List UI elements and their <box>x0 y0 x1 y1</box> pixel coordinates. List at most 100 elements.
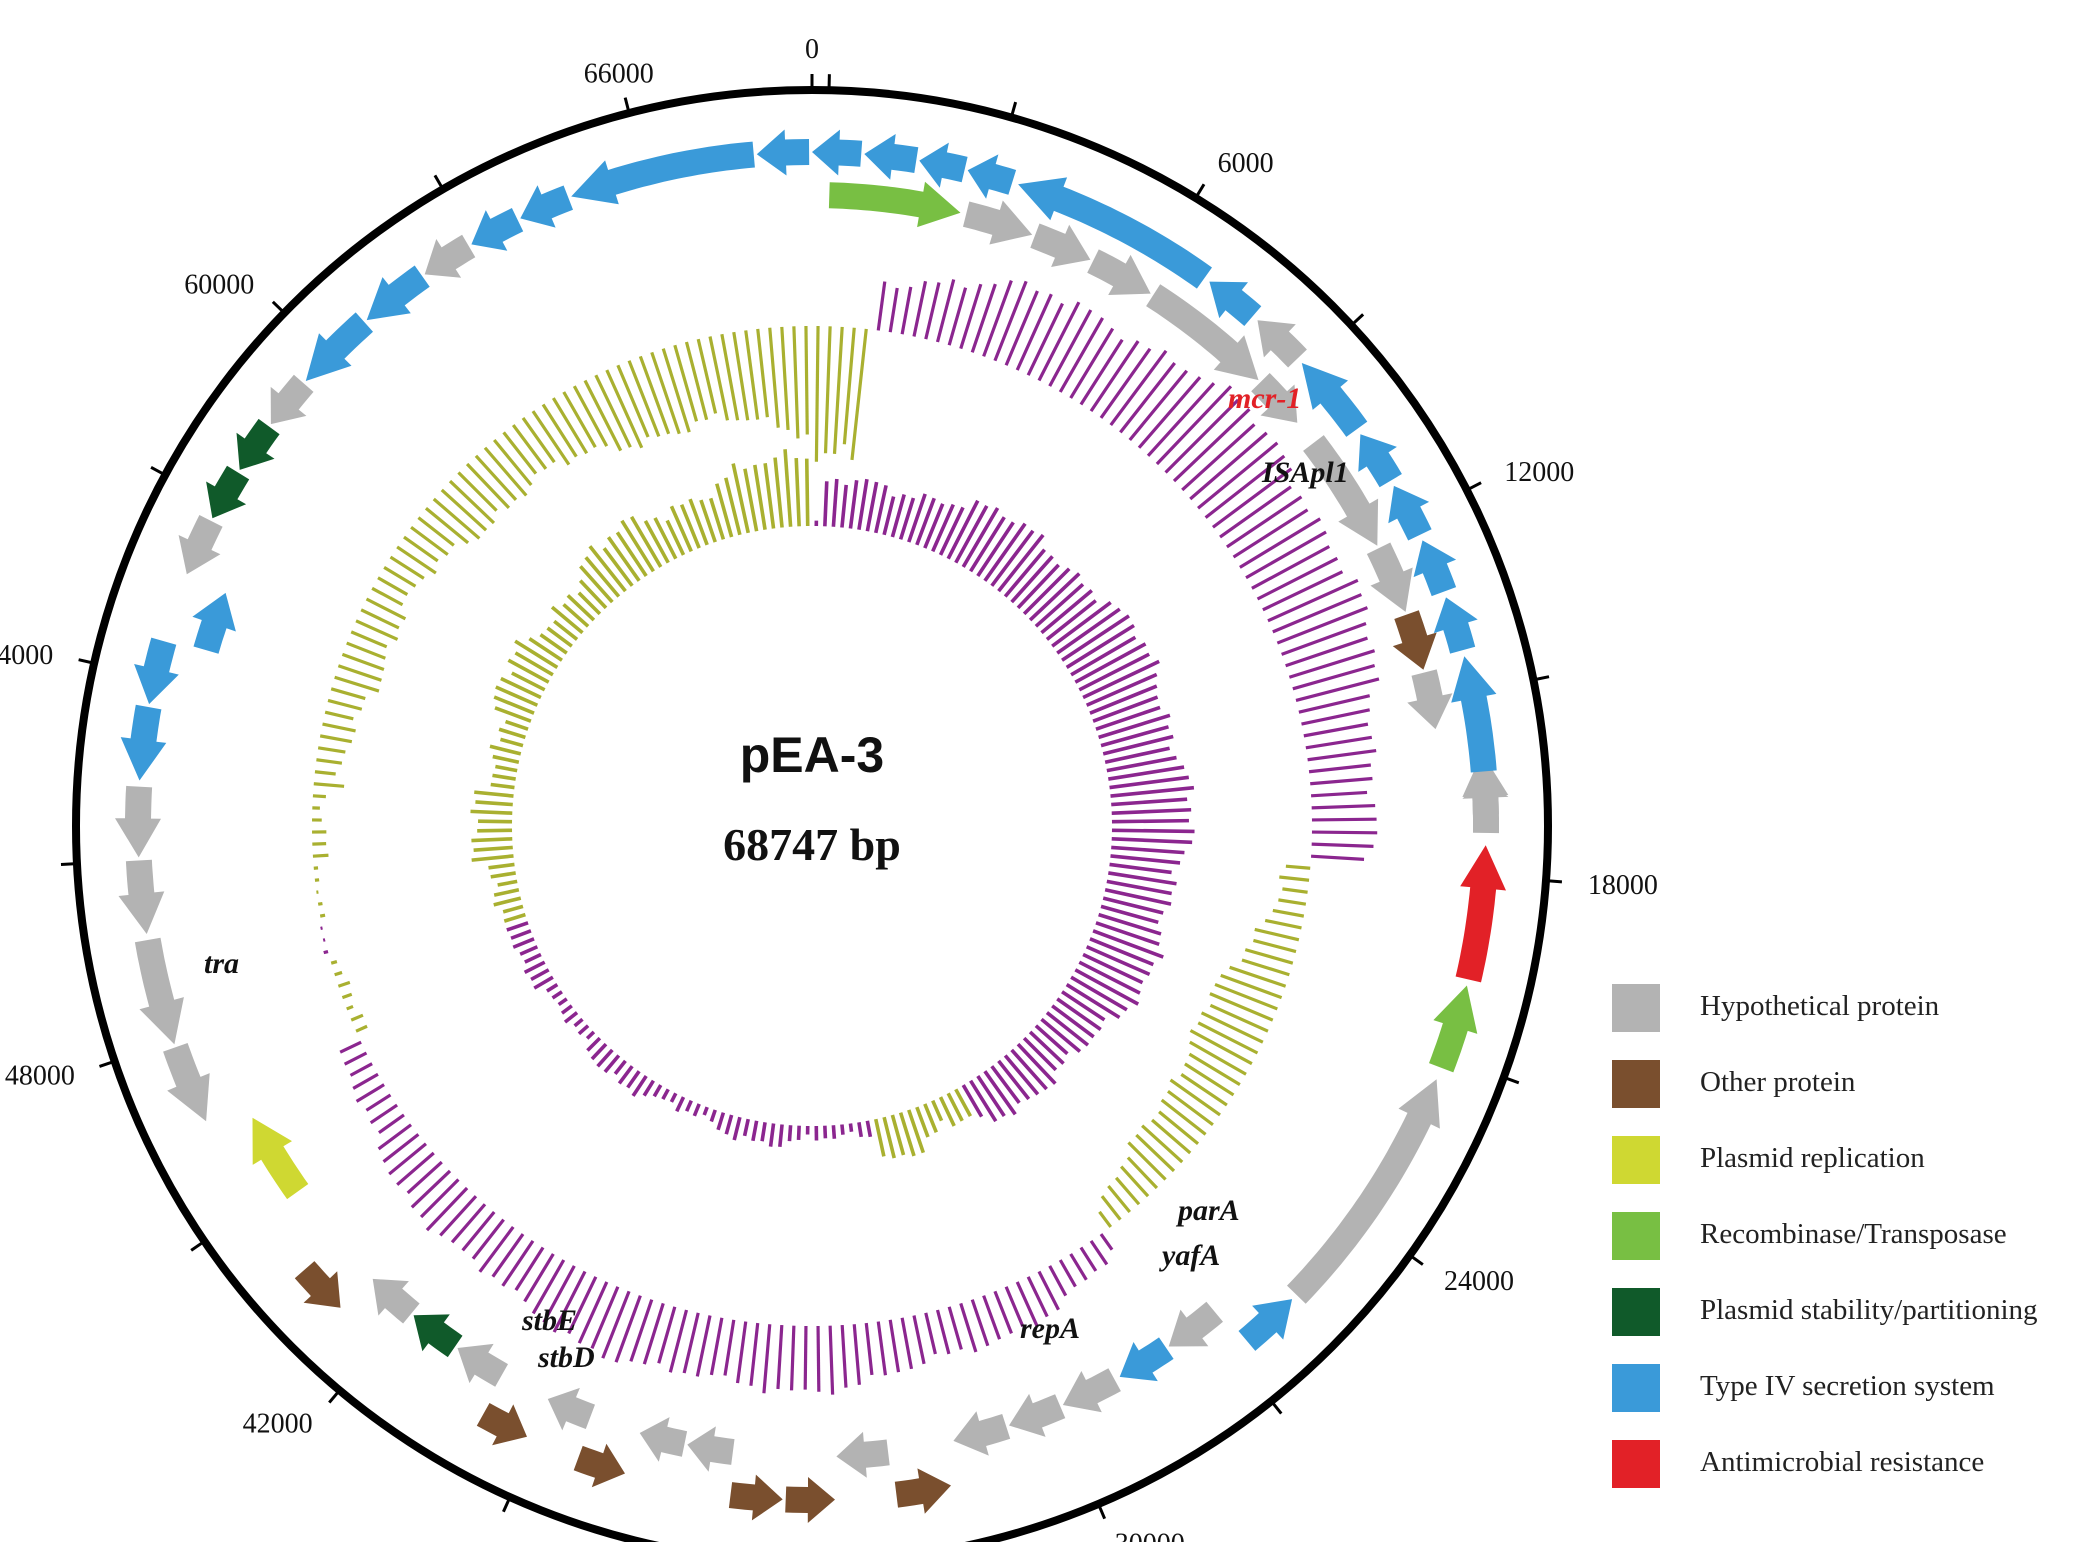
gene-arrow-hyp <box>134 937 184 1045</box>
gc-bar-outer <box>551 397 589 455</box>
scale-tick <box>623 97 631 114</box>
gene-arrow-hyp <box>1303 435 1379 546</box>
gc-bar-outer <box>424 506 470 545</box>
gc-bar-outer <box>959 1302 978 1353</box>
gc-bar-outer <box>440 488 488 532</box>
gene-arrow-other <box>894 1468 951 1514</box>
gc-bar-outer <box>993 280 1028 362</box>
gc-bar-inner <box>523 960 546 975</box>
gc-bar-outer <box>312 842 327 846</box>
scale-tick <box>1503 1075 1520 1085</box>
plasmid-name: pEA-3 <box>739 727 885 783</box>
gene-arrow-t4ss <box>134 637 179 705</box>
gc-bar-outer <box>1311 830 1378 835</box>
gc-bar-inner <box>1016 563 1060 610</box>
gc-bar-inner <box>874 485 888 534</box>
gc-bar-inner <box>1106 879 1172 896</box>
gc-bar-inner <box>500 676 542 700</box>
gene-arrow-hyp <box>1062 1368 1121 1413</box>
gc-bar-outer <box>1037 301 1081 382</box>
gc-bar-inner <box>563 1011 579 1024</box>
gc-bar-outer <box>823 326 832 454</box>
gc-tracks <box>312 279 1380 1395</box>
gc-bar-outer <box>762 1324 772 1394</box>
gc-bar-outer <box>491 1233 525 1278</box>
gc-bar-outer <box>1026 1276 1049 1318</box>
gc-bar-inner <box>742 1118 750 1137</box>
gc-bar-outer <box>1155 385 1233 466</box>
gene-arrow-hyp <box>1366 542 1413 612</box>
gc-bar-outer <box>1209 992 1274 1022</box>
gc-bar-outer <box>542 1265 576 1324</box>
gene-label-tra: tra <box>204 947 239 980</box>
gene-arrow-hyp <box>547 1387 595 1431</box>
gc-bar-inner <box>823 481 829 527</box>
gc-bar-inner <box>724 1114 734 1135</box>
gc-bar-outer <box>982 280 1013 357</box>
gc-bar-outer <box>365 1093 392 1112</box>
gc-bar-outer <box>502 431 538 475</box>
gc-bar-outer <box>322 722 356 733</box>
gene-arrow-hyp <box>687 1426 735 1472</box>
gc-bar-outer <box>403 535 439 563</box>
gc-bar-outer <box>1308 763 1372 774</box>
gc-bar-outer <box>629 1299 654 1362</box>
gc-bar-outer <box>627 360 661 438</box>
gene-arrow-t4ss <box>1451 656 1497 773</box>
gc-bar-inner <box>596 1048 614 1068</box>
gc-bar-inner <box>898 1112 916 1157</box>
gc-bar-outer <box>439 1195 478 1237</box>
gc-bar-inner <box>724 477 742 536</box>
gc-bar-inner <box>1065 983 1121 1020</box>
gc-bar-inner <box>573 1017 584 1028</box>
gc-bar-inner <box>1111 828 1195 834</box>
gc-bar-inner <box>577 591 602 616</box>
gc-bar-inner <box>498 727 526 740</box>
gc-bar-inner <box>1111 845 1185 855</box>
scale-tick <box>98 1059 116 1068</box>
gc-bar-inner <box>629 515 663 568</box>
gc-bar-inner <box>533 975 554 990</box>
gc-bar-outer <box>924 1312 937 1355</box>
gene-arrow-hyp <box>1407 669 1453 730</box>
gc-bar-outer <box>1285 636 1368 668</box>
gc-bar-inner <box>557 997 568 1007</box>
gene-arrow-t4ss <box>967 154 1017 199</box>
gc-bar-outer <box>1026 302 1064 376</box>
gene-arrow-hyp <box>1462 777 1509 815</box>
gene-arrow-t4ss <box>1358 434 1402 488</box>
gc-bar-outer <box>828 1325 835 1395</box>
gc-bar-outer <box>492 438 533 486</box>
gc-bar-outer <box>684 341 709 421</box>
gc-bar-outer <box>471 1218 505 1260</box>
gc-bar-outer <box>792 326 800 439</box>
gc-bar-inner <box>1100 904 1159 925</box>
gc-bar-outer <box>935 1309 951 1355</box>
gc-bar-inner <box>551 990 563 1000</box>
gene-arrow-other <box>1392 610 1437 670</box>
gene-label-mcr-1: mcr-1 <box>1228 382 1301 415</box>
gc-bar-inner <box>507 658 550 684</box>
gc-bar-inner <box>1061 990 1106 1022</box>
gc-bar-inner <box>613 1059 627 1076</box>
gc-bar-outer <box>324 710 354 721</box>
gc-bar-inner <box>1003 548 1046 598</box>
gc-bar-inner <box>699 499 717 543</box>
gc-bar-outer <box>1252 938 1297 954</box>
gene-arrow-hyp <box>953 1411 1011 1456</box>
scale-tick <box>271 300 286 315</box>
gc-bar-inner <box>473 845 513 852</box>
gene-arrow-t4ss <box>1209 281 1262 326</box>
gc-bar-outer <box>1109 349 1168 427</box>
gc-bar-outer <box>864 1322 874 1376</box>
gc-bar-outer <box>334 675 380 693</box>
gc-bar-inner <box>1045 1011 1090 1047</box>
gene-arrow-t4ss <box>812 129 863 176</box>
gc-bar-inner <box>506 921 529 932</box>
gc-bar-inner <box>1022 1036 1058 1072</box>
gc-bar-inner <box>865 481 879 532</box>
gc-bar-outer <box>947 1306 963 1350</box>
gc-bar-outer <box>1189 1040 1247 1076</box>
gc-bar-inner <box>938 1096 956 1127</box>
gc-bar-inner <box>1110 854 1181 865</box>
